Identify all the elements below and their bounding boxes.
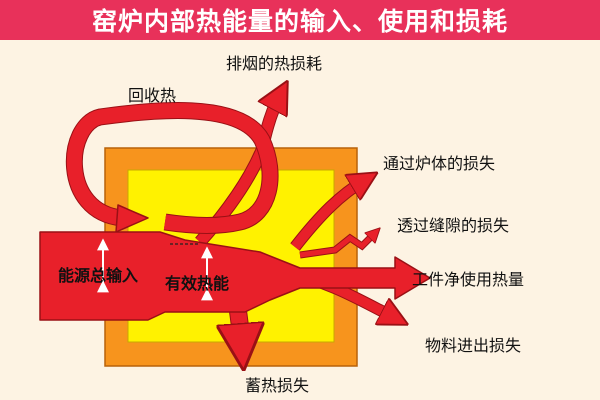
diagram-title: 窑炉内部热能量的输入、使用和损耗 [91,7,508,36]
label-material-loss: 物料进出损失 [425,336,522,355]
title-bar: 窑炉内部热能量的输入、使用和损耗 [0,0,600,40]
label-exhaust-loss: 排烟的热损耗 [226,54,323,73]
label-gap-loss: 透过缝隙的损失 [397,216,510,235]
label-furnace-body-loss: 通过炉体的损失 [383,154,496,173]
recovered-heat-arrowhead [115,204,149,233]
label-workpiece-heat: 工件净使用热量 [412,270,525,289]
furnace-body-loss-arrow [291,180,365,251]
energy-input-flow [39,231,431,321]
recovered-heat-loop-arrow [66,103,278,233]
label-total-input: 能源总输入 [58,266,139,285]
label-storage-loss: 蓄热损失 [245,376,310,395]
label-effective-heat: 有效热能 [165,274,230,293]
label-recovered-heat: 回收热 [128,86,177,105]
gap-loss-arrow [299,233,375,258]
